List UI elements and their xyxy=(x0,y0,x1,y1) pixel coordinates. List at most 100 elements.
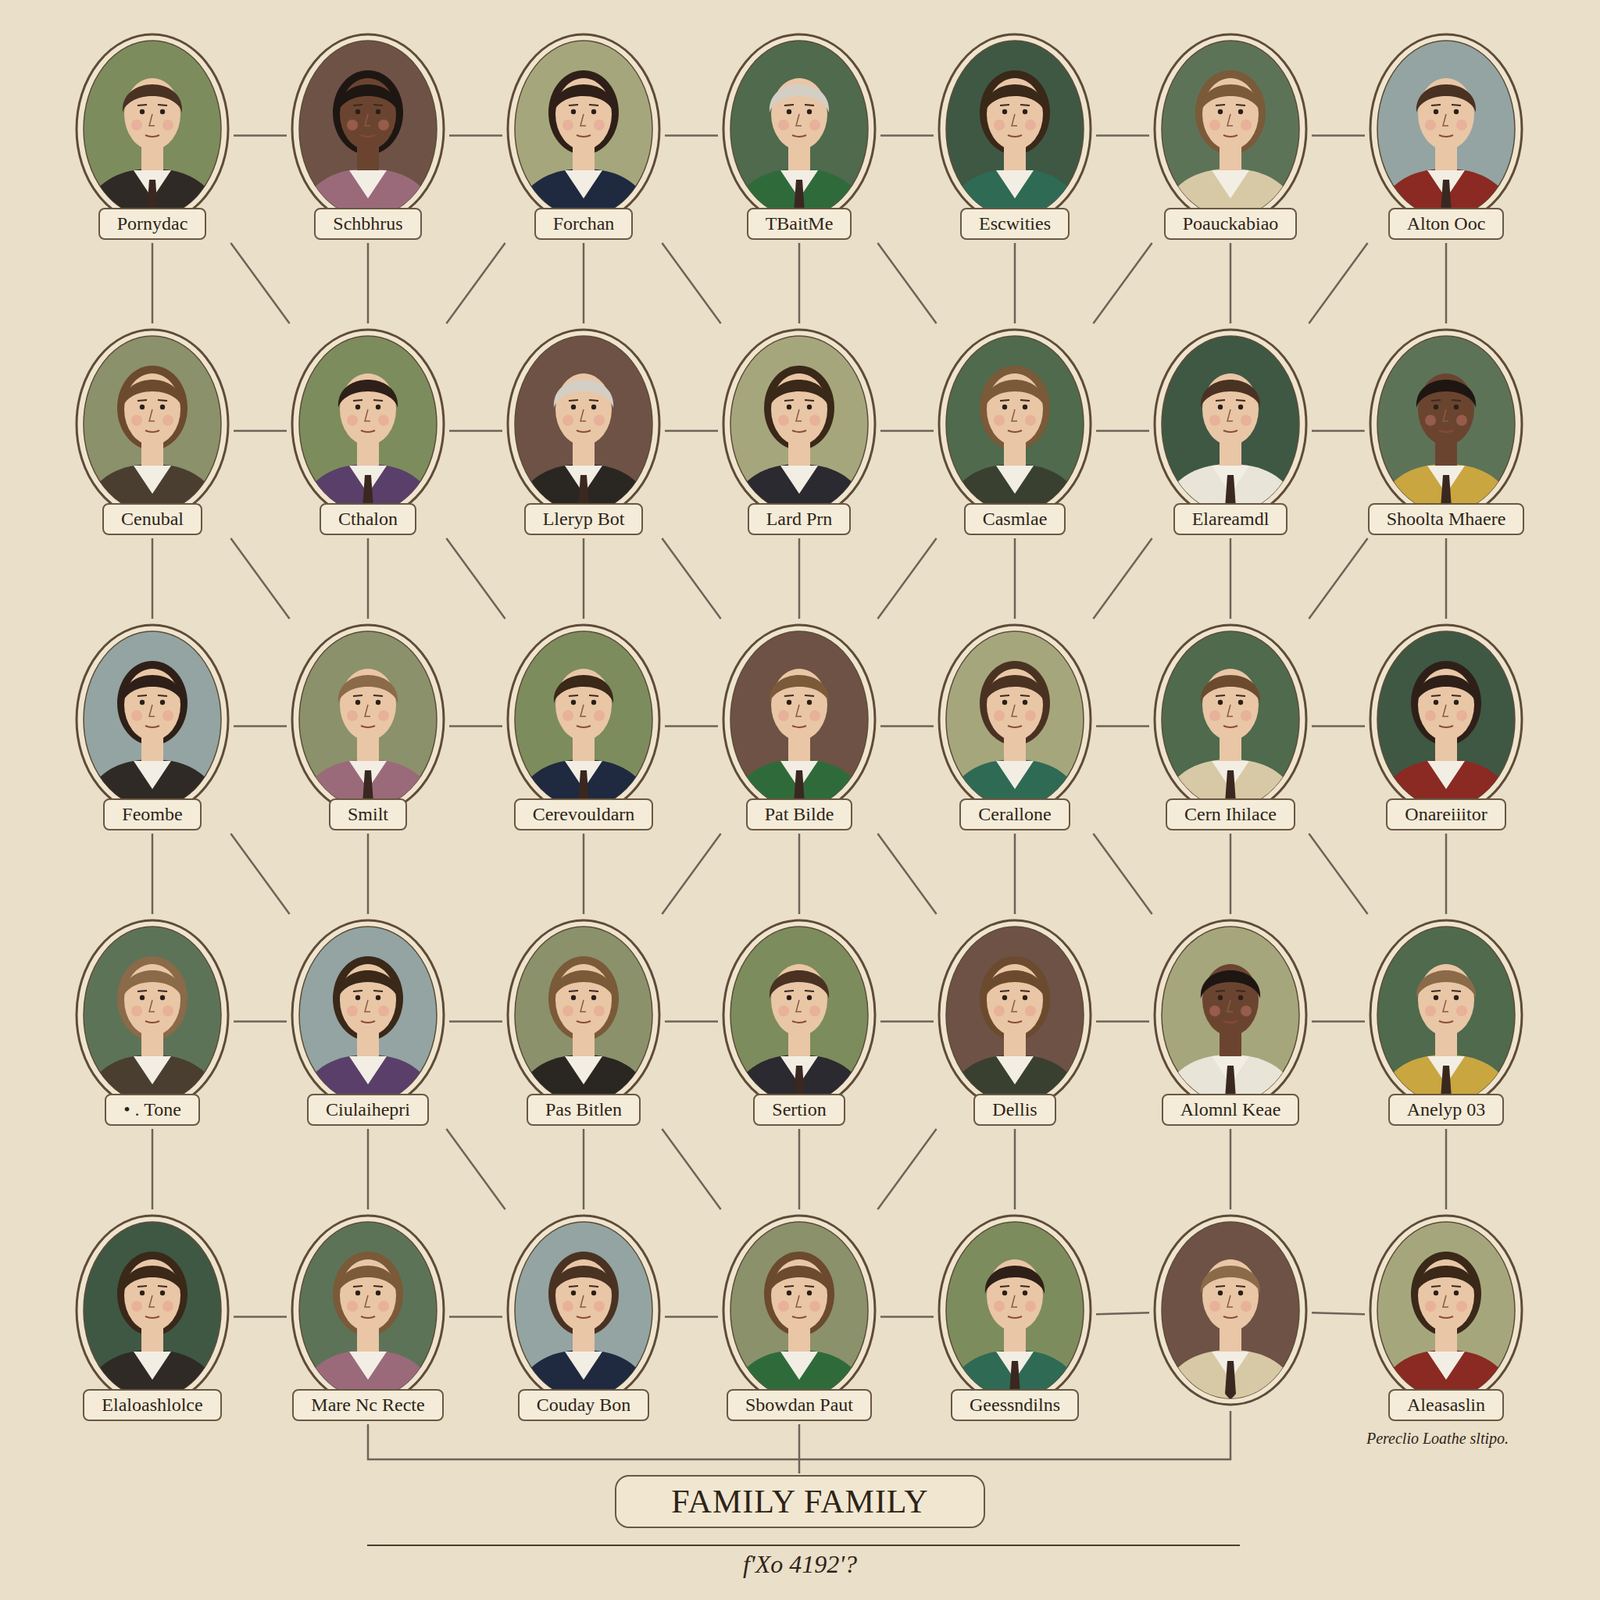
hair xyxy=(122,970,183,999)
collar xyxy=(1211,170,1250,199)
eye xyxy=(786,995,792,1000)
cheek xyxy=(162,1005,174,1017)
nose xyxy=(1442,409,1449,422)
portrait-oval xyxy=(936,917,1093,1113)
figure xyxy=(727,668,872,818)
connector-line xyxy=(1092,833,1152,915)
hair xyxy=(122,84,183,113)
connector-line xyxy=(582,833,586,915)
hair-back xyxy=(548,70,619,155)
figure xyxy=(511,1251,656,1408)
family-member: Cerevouldarn xyxy=(505,621,662,831)
connector-line xyxy=(446,242,505,324)
eye xyxy=(1217,995,1223,1000)
connector-line xyxy=(1229,242,1233,324)
connector-line xyxy=(880,1020,934,1023)
hair xyxy=(1200,84,1261,113)
hair xyxy=(122,675,183,704)
cheek xyxy=(378,1005,390,1017)
cheek xyxy=(1456,119,1468,131)
connector-line xyxy=(446,538,505,619)
figure xyxy=(727,1251,872,1408)
family-member: • . Tone xyxy=(74,917,231,1126)
cheek xyxy=(778,1005,790,1017)
oval-frame xyxy=(1370,34,1522,224)
eye xyxy=(139,700,145,705)
nose xyxy=(1011,409,1018,422)
nose xyxy=(1011,114,1018,126)
oval-frame xyxy=(507,1215,660,1405)
oval-frame xyxy=(1154,1215,1307,1405)
cheek xyxy=(1425,1300,1436,1312)
connector-line xyxy=(367,1128,370,1210)
cheek xyxy=(1425,710,1436,722)
portrait-oval xyxy=(289,917,447,1113)
nose xyxy=(149,409,155,422)
brows xyxy=(1215,1285,1246,1287)
collar xyxy=(133,1351,172,1380)
name-banner: Sbowdan Paut xyxy=(726,1389,872,1422)
eye xyxy=(786,1290,792,1296)
cheek xyxy=(1209,1300,1221,1312)
figure xyxy=(296,956,440,1113)
hair-back xyxy=(117,1251,188,1336)
hair xyxy=(553,84,614,113)
name-banner: Cthalon xyxy=(319,503,417,536)
nose xyxy=(580,114,586,126)
connector-line xyxy=(1308,833,1368,915)
cheek xyxy=(1209,119,1221,131)
nose xyxy=(1227,114,1233,126)
brows xyxy=(784,104,815,106)
family-member: Forchan xyxy=(505,31,662,240)
eye xyxy=(139,404,145,410)
portrait-oval xyxy=(936,1212,1093,1408)
nose xyxy=(796,704,802,717)
family-member: Pornydac xyxy=(74,31,231,240)
figure xyxy=(296,70,440,227)
eye xyxy=(375,1290,381,1296)
brows xyxy=(784,695,815,697)
portrait-oval xyxy=(505,621,662,818)
connector-line xyxy=(1445,242,1448,324)
family-member: Alomnl Keae xyxy=(1152,917,1309,1126)
cheek xyxy=(809,710,821,722)
connector-line xyxy=(449,429,503,433)
family-member: Geessndilns xyxy=(936,1212,1093,1422)
brows xyxy=(568,1285,599,1287)
hair xyxy=(769,675,829,704)
oval-frame xyxy=(939,329,1091,519)
eye xyxy=(807,700,812,705)
cheek xyxy=(1425,414,1436,426)
connector-line xyxy=(230,833,290,915)
name-banner: Geessndilns xyxy=(950,1389,1079,1422)
connector-line xyxy=(1014,538,1017,619)
brows xyxy=(137,1285,168,1287)
connector-line xyxy=(880,134,934,137)
cheek xyxy=(131,1300,143,1312)
mouth xyxy=(792,430,807,433)
cheek xyxy=(993,710,1005,722)
collar xyxy=(996,1056,1034,1085)
mouth xyxy=(145,135,160,137)
family-member: Cenubal xyxy=(74,326,231,536)
connector-line xyxy=(1445,538,1448,619)
name-banner: Casmlae xyxy=(964,503,1067,536)
name-banner: Cenubal xyxy=(102,503,203,536)
nose xyxy=(364,1000,371,1012)
figure xyxy=(511,668,656,818)
connector-line xyxy=(449,134,503,137)
mouth xyxy=(1439,430,1454,433)
hair xyxy=(769,1265,829,1294)
cheek xyxy=(562,414,574,426)
portrait-oval xyxy=(1367,326,1525,522)
cheek xyxy=(1025,414,1036,426)
hair xyxy=(338,970,398,999)
hair xyxy=(1200,675,1261,704)
name-banner: Elareamdl xyxy=(1173,503,1289,536)
name-banner: Mare Nc Recte xyxy=(292,1389,443,1422)
connector-line xyxy=(1096,429,1150,433)
portrait-oval xyxy=(289,31,447,227)
mouth xyxy=(360,1316,375,1318)
family-member: Smilt xyxy=(289,621,447,831)
brows xyxy=(1431,400,1461,401)
